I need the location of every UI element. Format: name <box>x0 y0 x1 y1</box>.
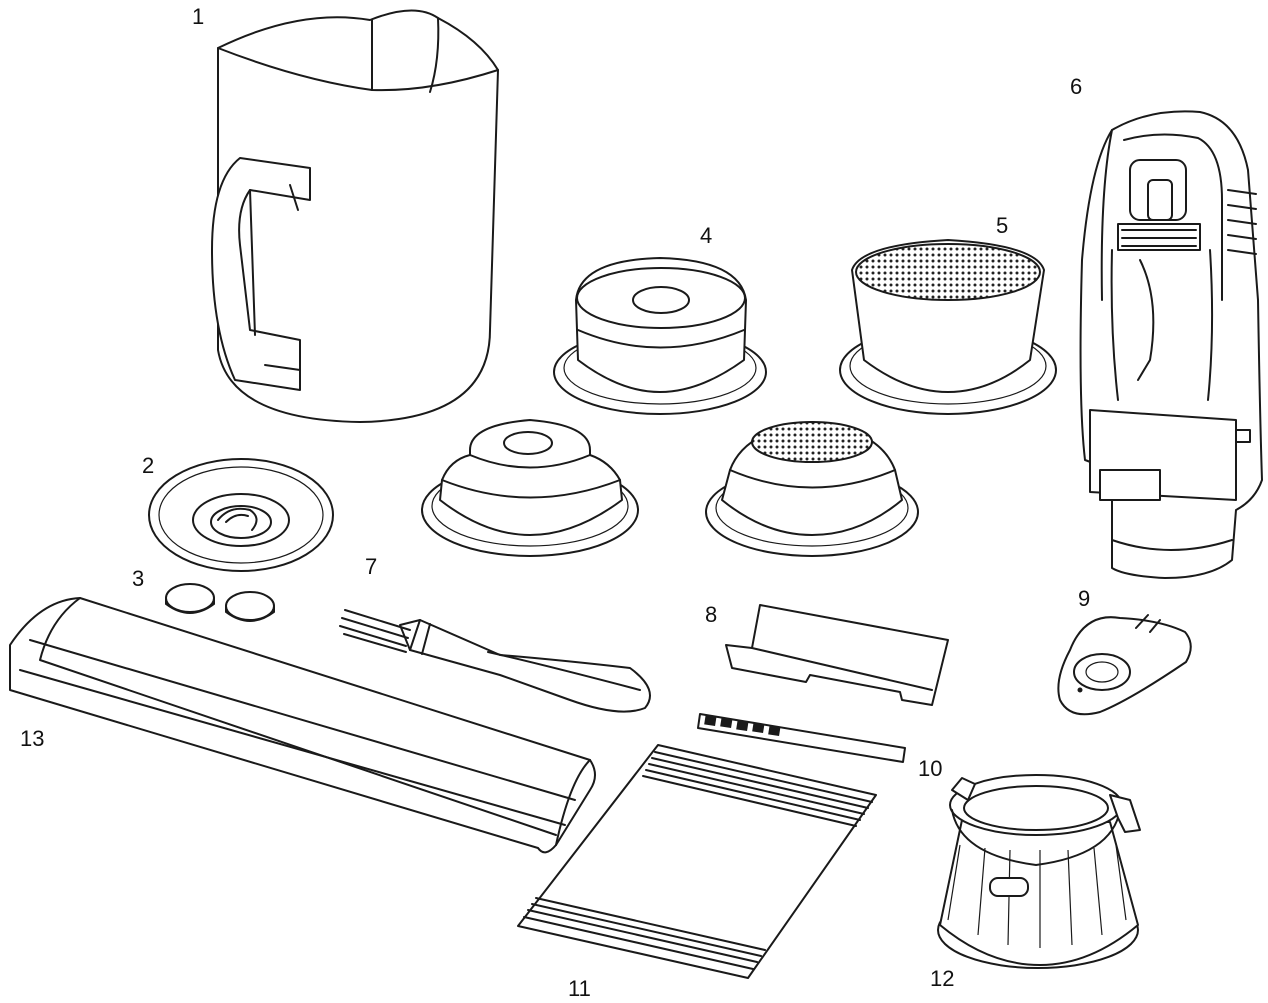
callout-5: 5 <box>996 213 1009 238</box>
storage-bag <box>517 744 877 979</box>
cleaning-tablets <box>165 583 275 622</box>
callout-6: 6 <box>1070 74 1083 99</box>
callout-11: 11 <box>568 976 591 1001</box>
test-strip <box>697 713 906 763</box>
callout-7: 7 <box>365 554 378 579</box>
tamper-tool <box>1079 110 1263 579</box>
filter-basket-4-bottom <box>421 419 639 557</box>
callout-1: 1 <box>192 4 205 29</box>
callout-13: 13 <box>20 726 45 751</box>
filter-basket-5-top <box>839 239 1057 415</box>
dosing-ring <box>937 774 1141 969</box>
callout-8: 8 <box>705 602 718 627</box>
callout-10: 10 <box>918 756 943 781</box>
steam-wand-tool <box>725 604 949 706</box>
callout-12: 12 <box>930 966 955 991</box>
milk-jug <box>211 9 499 423</box>
disc-part <box>148 458 334 572</box>
callout-2: 2 <box>142 453 155 478</box>
filter-basket-5-bottom <box>705 421 919 557</box>
callout-9: 9 <box>1078 586 1091 611</box>
callout-4: 4 <box>700 223 713 248</box>
filter-basket-4-top <box>553 257 767 415</box>
trough-cover <box>9 597 596 854</box>
clip-tool <box>1057 614 1192 716</box>
cleaning-brush <box>339 609 651 713</box>
callout-3: 3 <box>132 566 145 591</box>
